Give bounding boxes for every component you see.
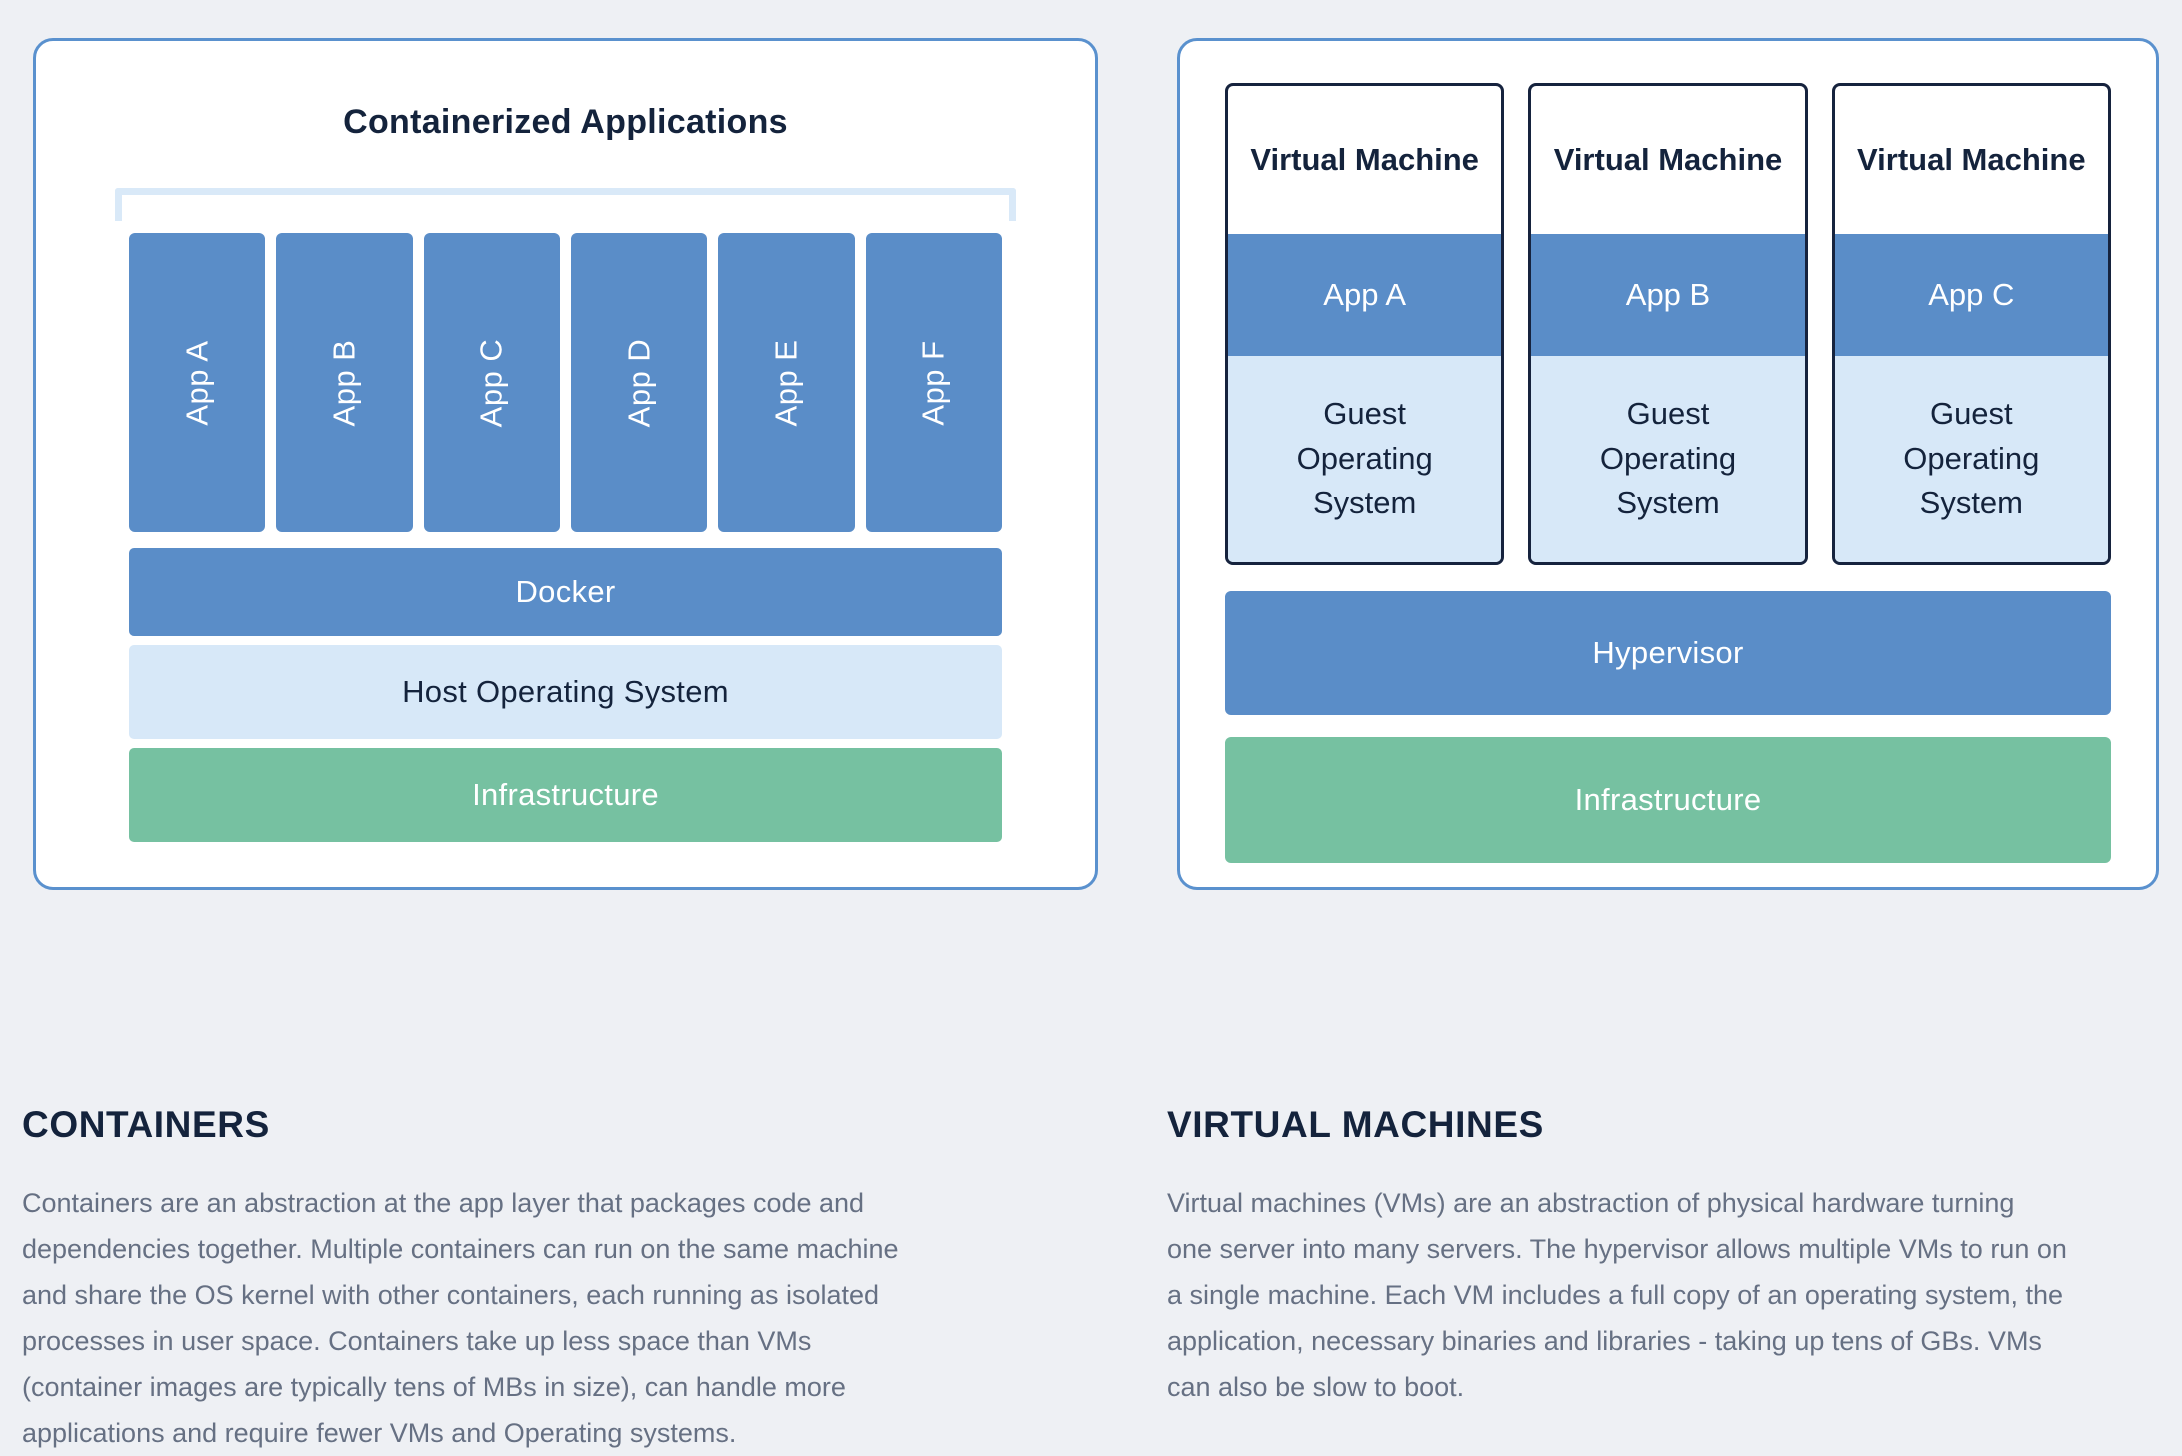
- vm-boxes-row: Virtual Machine App A Guest Operating Sy…: [1225, 83, 2111, 565]
- infrastructure-layer-containers: Infrastructure: [129, 748, 1002, 842]
- containers-panel: Containerized Applications App A App B A…: [33, 38, 1098, 890]
- diagram-row: Containerized Applications App A App B A…: [33, 38, 2159, 890]
- containers-description: CONTAINERS Containers are an abstraction…: [22, 1104, 1167, 1456]
- container-app-b: App B: [276, 233, 413, 532]
- vm-box-3-app: App C: [1834, 234, 2108, 356]
- container-app-a: App A: [129, 233, 266, 532]
- vm-box-1-title: Virtual Machine: [1250, 142, 1479, 177]
- container-app-e-label: App E: [768, 339, 804, 426]
- container-app-c-label: App C: [473, 338, 509, 427]
- infrastructure-layer-vms: Infrastructure: [1225, 737, 2111, 863]
- container-app-f: App F: [865, 233, 1002, 532]
- container-app-d: App D: [570, 233, 708, 532]
- virtual-machines-description: VIRTUAL MACHINES Virtual machines (VMs) …: [1167, 1104, 2182, 1456]
- vm-box-3: Virtual Machine App C Guest Operating Sy…: [1831, 83, 2111, 565]
- container-app-f-label: App F: [915, 339, 951, 426]
- vm-box-3-guest-os: Guest Operating System: [1834, 356, 2108, 562]
- docker-layer: Docker: [129, 548, 1002, 636]
- host-os-layer: Host Operating System: [129, 645, 1002, 739]
- vm-box-2-title: Virtual Machine: [1553, 142, 1783, 177]
- hypervisor-layer: Hypervisor: [1225, 591, 2111, 715]
- vm-box-2-guest-os: Guest Operating System: [1531, 356, 1805, 562]
- vm-box-2: Virtual Machine App B Guest Operating Sy…: [1528, 83, 1808, 565]
- containers-bracket-shape: [115, 188, 1016, 221]
- containers-heading: CONTAINERS: [22, 1104, 270, 1145]
- container-app-d-label: App D: [621, 338, 657, 427]
- container-app-columns: App A App B App C App D App E App F: [129, 233, 1002, 532]
- vm-box-1-app: App A: [1228, 234, 1502, 356]
- vm-box-1-guest-os: Guest Operating System: [1228, 356, 1502, 562]
- container-app-c: App C: [423, 233, 560, 532]
- virtual-machines-heading: VIRTUAL MACHINES: [1167, 1104, 1544, 1145]
- containers-panel-title: Containerized Applications: [343, 103, 788, 141]
- vm-box-2-app: App B: [1531, 234, 1805, 356]
- vm-box-3-title: Virtual Machine: [1857, 142, 2086, 177]
- containers-body-text: Containers are an abstraction at the app…: [22, 1188, 899, 1448]
- container-app-a-label: App A: [179, 339, 215, 426]
- descriptions-row: CONTAINERS Containers are an abstraction…: [0, 1104, 2182, 1456]
- virtual-machines-body-text: Virtual machines (VMs) are an abstractio…: [1167, 1188, 2067, 1402]
- container-app-b-label: App B: [326, 339, 362, 426]
- vm-box-1: Virtual Machine App A Guest Operating Sy…: [1225, 83, 1505, 565]
- container-app-e: App E: [718, 233, 855, 532]
- virtual-machines-panel: Virtual Machine App A Guest Operating Sy…: [1177, 38, 2159, 890]
